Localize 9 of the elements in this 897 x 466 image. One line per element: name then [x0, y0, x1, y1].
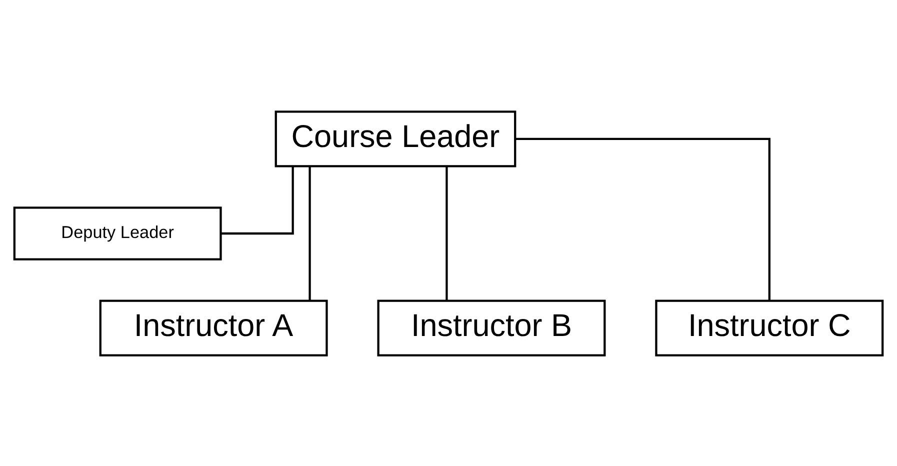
connector	[446, 166, 448, 300]
node-box: Deputy Leader	[13, 206, 222, 260]
node-box: Instructor B	[377, 299, 606, 356]
connector	[308, 166, 311, 300]
node-box: Instructor C	[655, 299, 884, 356]
node-box: Course Leader	[274, 110, 516, 167]
connector	[221, 166, 294, 234]
node-box: Instructor A	[99, 299, 328, 356]
connector	[515, 137, 770, 300]
